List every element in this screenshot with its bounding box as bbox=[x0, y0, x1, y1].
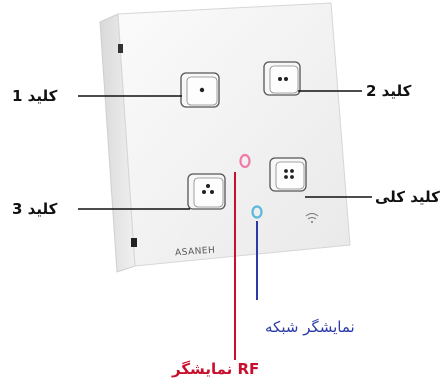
side-slot-bottom bbox=[131, 238, 137, 247]
key-1-button[interactable] bbox=[180, 72, 220, 108]
network-led bbox=[251, 205, 263, 219]
key-2-button[interactable] bbox=[263, 61, 301, 96]
key-2-label: کلید 2 bbox=[366, 82, 412, 100]
key-1-label: کلید 1 bbox=[12, 87, 58, 105]
rf-indicator-label: نمایشگر RF bbox=[172, 360, 260, 378]
wifi-icon bbox=[305, 213, 319, 223]
master-key-button[interactable] bbox=[269, 157, 307, 192]
four-dot-icon bbox=[284, 169, 288, 173]
three-dot-icon bbox=[206, 184, 210, 188]
one-dot-icon bbox=[199, 87, 205, 93]
side-slot-top bbox=[118, 44, 123, 53]
switch-panel bbox=[99, 2, 351, 273]
key-3-label: کلید 3 bbox=[12, 200, 58, 218]
two-dot-icon bbox=[278, 77, 282, 81]
key-3-button[interactable] bbox=[187, 173, 226, 210]
rf-led bbox=[239, 153, 251, 169]
network-indicator-label: نمایشگر شبکه bbox=[265, 318, 355, 336]
master-key-label: کلید کلی bbox=[375, 188, 440, 206]
